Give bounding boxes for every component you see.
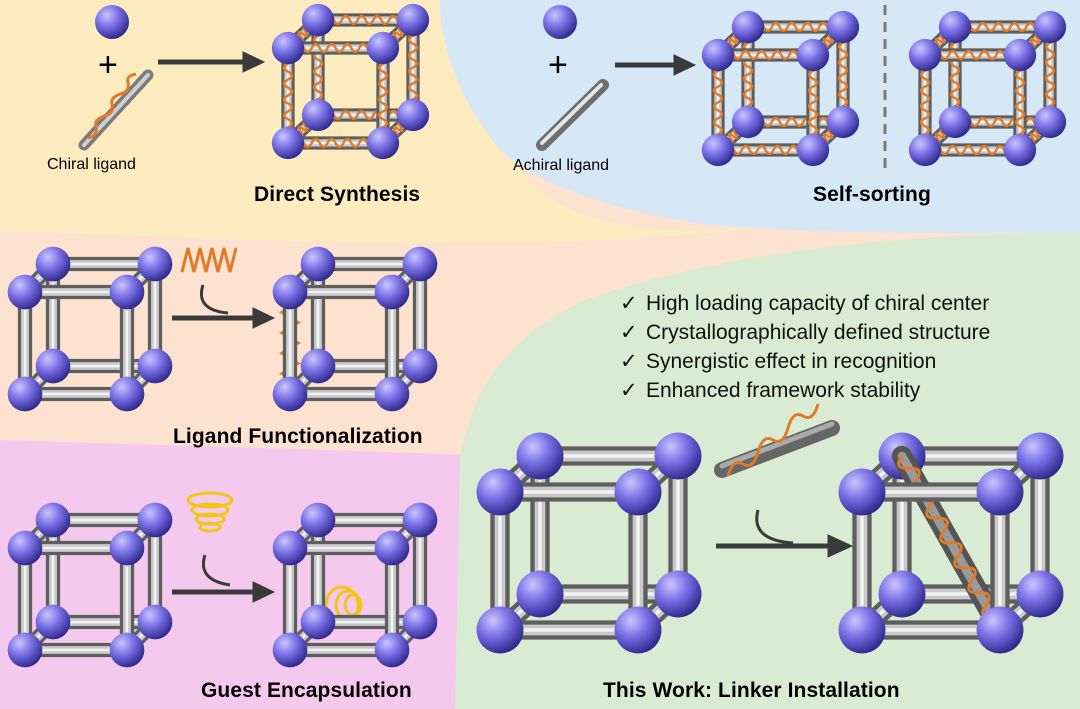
spring-functional-group (180, 247, 238, 273)
arrow-head (242, 51, 266, 73)
reagent-curves (200, 284, 794, 587)
feature-item: ✓ High loading capacity of chiral center (620, 289, 990, 318)
achiral-ligand-label: Achiral ligand (513, 157, 610, 174)
self-sorting-title: Self-sorting (813, 183, 931, 206)
chiral-linker-to-install (714, 403, 840, 478)
feature-text: Crystallographically defined structure (646, 321, 991, 344)
mof-cube (701, 10, 860, 167)
ligand-functionalization-title: Ligand Functionalization (173, 425, 423, 448)
check-icon: ✓ (620, 321, 638, 344)
plus-sign: + (98, 46, 118, 84)
achiral-ligand-rod (536, 79, 609, 151)
arrow-head (252, 581, 276, 603)
mof-cube (7, 246, 173, 412)
direct-synthesis-title: Direct Synthesis (254, 183, 421, 206)
mof-cube (272, 246, 438, 412)
check-icon: ✓ (620, 350, 638, 373)
arrow-head (252, 307, 276, 329)
feature-text: Synergistic effect in recognition (646, 350, 937, 373)
chiral-ligand-rod (78, 69, 154, 151)
feature-text: Enhanced framework stability (646, 379, 921, 402)
pink-background (0, 440, 470, 709)
linker-installation-title: This Work: Linker Installation (603, 679, 900, 702)
mof-cube (271, 3, 430, 160)
mof-cube (908, 10, 1067, 167)
metal-node-sphere (543, 5, 577, 39)
check-icon: ✓ (620, 292, 638, 315)
feature-item: ✓ Synergistic effect in recognition (620, 347, 990, 376)
mof-cube (838, 432, 1064, 654)
reaction-arrows (158, 51, 854, 603)
plus-sign: + (548, 46, 568, 84)
feature-item: ✓ Crystallographically defined structure (620, 318, 990, 347)
feature-list: ✓High loading capacity of chiral center … (620, 289, 990, 405)
mof-cube (476, 432, 702, 654)
feature-text: High loading capacity of chiral center (646, 292, 990, 315)
mof-cube (272, 502, 438, 668)
check-icon: ✓ (620, 379, 638, 402)
yellow-guest-spring (186, 491, 234, 533)
chiral-ligand-label: Chiral ligand (47, 156, 136, 173)
guest-encapsulation-title: Guest Encapsulation (201, 679, 412, 702)
arrow-head (673, 54, 697, 76)
feature-item: ✓ Enhanced framework stability (620, 376, 990, 405)
metal-node-sphere (95, 5, 129, 39)
arrow-head (827, 534, 854, 558)
mof-cube (7, 502, 173, 668)
